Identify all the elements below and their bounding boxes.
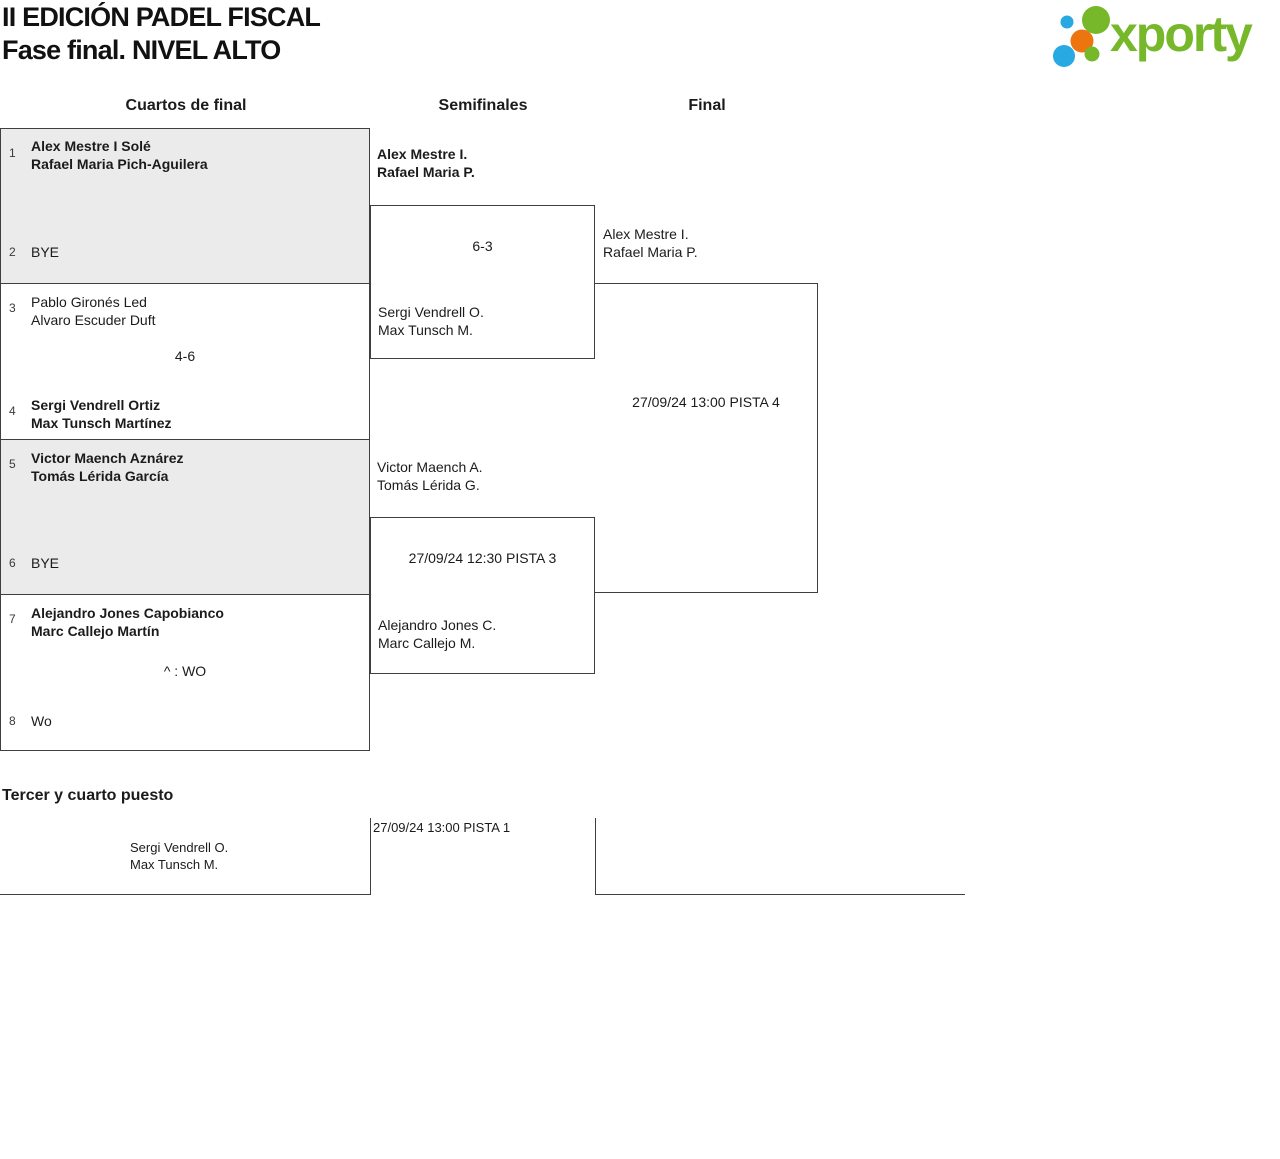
sf2-bottom-team: Alejandro Jones C. Marc Callejo M. xyxy=(378,616,496,652)
player-name: Marc Callejo Martín xyxy=(31,623,160,639)
player-name: Sergi Vendrell O. xyxy=(130,840,229,855)
seed-number: 6 xyxy=(9,556,16,570)
seed-number: 4 xyxy=(9,404,16,418)
match-date: 27/09/24 12:30 PISTA 3 xyxy=(408,550,557,566)
round-header-quarterfinals: Cuartos de final xyxy=(125,97,247,114)
bracket-line xyxy=(370,818,371,895)
match-score: 4-6 xyxy=(174,348,196,364)
player-name: Rafael Maria Pich-Aguilera xyxy=(31,156,208,172)
round-header-final: Final xyxy=(688,97,726,114)
player-name: BYE xyxy=(31,244,60,260)
sf1-top-team: Alex Mestre I. Rafael Maria P. xyxy=(377,145,475,181)
match-score: 6-3 xyxy=(472,238,493,254)
third-place-date: 27/09/24 13:00 PISTA 1 xyxy=(373,820,511,835)
player-name: Sergi Vendrell O. xyxy=(378,304,484,320)
tournament-name: II EDICIÓN PADEL FISCAL xyxy=(2,2,321,32)
page-title: II EDICIÓN PADEL FISCAL Fase final. NIVE… xyxy=(2,1,321,67)
bracket-line xyxy=(0,894,370,895)
team-names: BYE xyxy=(31,243,59,261)
player-name: Victor Maench A. xyxy=(377,459,483,475)
player-name: Tomás Lérida G. xyxy=(377,477,480,493)
player-name: Alex Mestre I Solé xyxy=(31,138,151,154)
team-names: Pablo Gironés Led Alvaro Escuder Duft xyxy=(31,293,156,329)
seed-number: 3 xyxy=(9,301,16,315)
team-names: Sergi Vendrell Ortiz Max Tunsch Martínez xyxy=(31,396,172,432)
team-names: Victor Maench Aznárez Tomás Lérida Garcí… xyxy=(31,449,184,485)
logo-dots-icon xyxy=(1053,6,1110,67)
match-score: ^ : WO xyxy=(163,663,207,679)
final-match: 27/09/24 13:00 PISTA 4 xyxy=(595,283,818,593)
player-name: BYE xyxy=(31,555,60,571)
player-name: Wo xyxy=(31,713,52,729)
sf-match-1: 6-3 Sergi Vendrell O. Max Tunsch M. xyxy=(370,205,595,359)
seed-number: 7 xyxy=(9,612,16,626)
bracket-line xyxy=(595,894,965,895)
player-name: Alex Mestre I. xyxy=(377,146,468,162)
player-name: Max Tunsch M. xyxy=(378,322,473,338)
player-name: Sergi Vendrell Ortiz xyxy=(31,397,161,413)
bracket-line xyxy=(595,818,596,895)
team-names: Alex Mestre I Solé Rafael Maria Pich-Agu… xyxy=(31,137,208,173)
player-name: Marc Callejo M. xyxy=(378,635,476,651)
round-header-semifinals: Semifinales xyxy=(438,97,528,114)
qf-match-1: 1 Alex Mestre I Solé Rafael Maria Pich-A… xyxy=(0,128,370,284)
sf1-bottom-team: Sergi Vendrell O. Max Tunsch M. xyxy=(378,303,484,339)
player-name: Alex Mestre I. xyxy=(603,226,689,242)
seed-number: 2 xyxy=(9,245,16,259)
sf2-top-team: Victor Maench A. Tomás Lérida G. xyxy=(377,458,483,494)
player-name: Tomás Lérida García xyxy=(31,468,169,484)
qf-match-4: 7 Alejandro Jones Capobianco Marc Callej… xyxy=(0,594,370,751)
final-top-team: Alex Mestre I. Rafael Maria P. xyxy=(603,225,698,261)
team-names: BYE xyxy=(31,554,59,572)
player-name: Pablo Gironés Led xyxy=(31,294,147,310)
team-names: Wo xyxy=(31,712,52,730)
player-name: Rafael Maria P. xyxy=(377,164,475,180)
seed-number: 5 xyxy=(9,457,16,471)
team-names: Alejandro Jones Capobianco Marc Callejo … xyxy=(31,604,224,640)
player-name: Max Tunsch Martínez xyxy=(31,415,172,431)
seed-number: 1 xyxy=(9,146,16,160)
seed-number: 8 xyxy=(9,714,16,728)
logo-wordmark: xporty xyxy=(1110,6,1253,62)
phase-name: Fase final. NIVEL ALTO xyxy=(2,35,281,65)
sf-match-2: 27/09/24 12:30 PISTA 3 Alejandro Jones C… xyxy=(370,517,595,674)
xporty-logo[interactable]: xporty xyxy=(1040,0,1280,75)
qf-match-2: 3 Pablo Gironés Led Alvaro Escuder Duft … xyxy=(0,283,370,440)
player-name: Victor Maench Aznárez xyxy=(31,450,184,466)
qf-match-3: 5 Victor Maench Aznárez Tomás Lérida Gar… xyxy=(0,439,370,595)
third-place-heading: Tercer y cuarto puesto xyxy=(2,787,174,804)
third-place-team: Sergi Vendrell O. Max Tunsch M. xyxy=(130,839,228,873)
player-name: Alejandro Jones C. xyxy=(378,617,497,633)
match-date: 27/09/24 13:00 PISTA 4 xyxy=(632,394,780,410)
player-name: Rafael Maria P. xyxy=(603,244,698,260)
player-name: Alejandro Jones Capobianco xyxy=(31,605,224,621)
player-name: Max Tunsch M. xyxy=(130,857,219,872)
player-name: Alvaro Escuder Duft xyxy=(31,312,156,328)
